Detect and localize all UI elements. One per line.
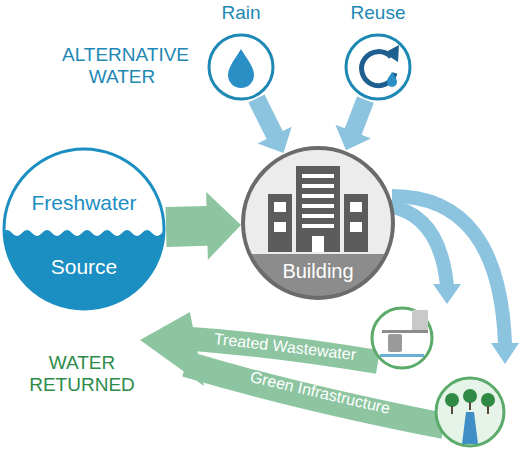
- reuse-icon: [362, 52, 395, 86]
- node-text: Building: [241, 260, 395, 283]
- node-outline: [344, 33, 412, 101]
- circle-node: Reuse: [344, 33, 412, 101]
- raindrop-icon: [228, 49, 254, 88]
- node-text: Source: [2, 255, 166, 279]
- tree-trunk: [487, 406, 489, 414]
- arrow-head: [140, 312, 204, 386]
- wall-symbol: [412, 310, 428, 332]
- tree-trunk: [451, 406, 453, 414]
- node-outline: [2, 147, 166, 311]
- node-outline: [207, 33, 275, 101]
- tree-symbol: [463, 389, 477, 403]
- band-label: Treated Wastewater: [200, 328, 371, 366]
- tree-symbol: [445, 393, 459, 407]
- drop-icon: [387, 72, 397, 87]
- section-label: WATER RETURNED: [22, 352, 142, 396]
- circle-node: Rain: [207, 33, 275, 101]
- section-label: ALTERNATIVE WATER: [62, 44, 182, 88]
- node-text: Freshwater: [2, 191, 166, 215]
- node-outline: [241, 146, 395, 300]
- circle-node: FreshwaterSource: [2, 147, 166, 311]
- node-text: Reuse: [328, 2, 428, 24]
- block-arrow: [335, 96, 373, 150]
- green-circle: [436, 378, 504, 446]
- band-label: Green Infrastructure: [225, 363, 414, 424]
- septic-circle: [372, 308, 432, 368]
- arrow-head: [433, 284, 461, 304]
- swale-symbol: [462, 412, 478, 444]
- circle-node: Building: [241, 146, 395, 300]
- block-arrow: [248, 94, 291, 153]
- tank-symbol: [388, 334, 402, 352]
- tree-trunk: [469, 402, 471, 410]
- return-band: [178, 338, 378, 362]
- building-icon: [268, 166, 368, 252]
- reuse-arrowhead: [384, 45, 399, 62]
- pipe-symbol: [382, 330, 428, 333]
- return-band: [186, 364, 444, 426]
- outflow-arrow: [392, 196, 505, 345]
- outflow-arrow: [388, 206, 447, 286]
- node-text: Rain: [191, 2, 291, 24]
- arrow-head: [491, 343, 519, 364]
- drain-symbol: [380, 354, 424, 357]
- tree-symbol: [481, 393, 495, 407]
- block-arrow: [166, 192, 242, 260]
